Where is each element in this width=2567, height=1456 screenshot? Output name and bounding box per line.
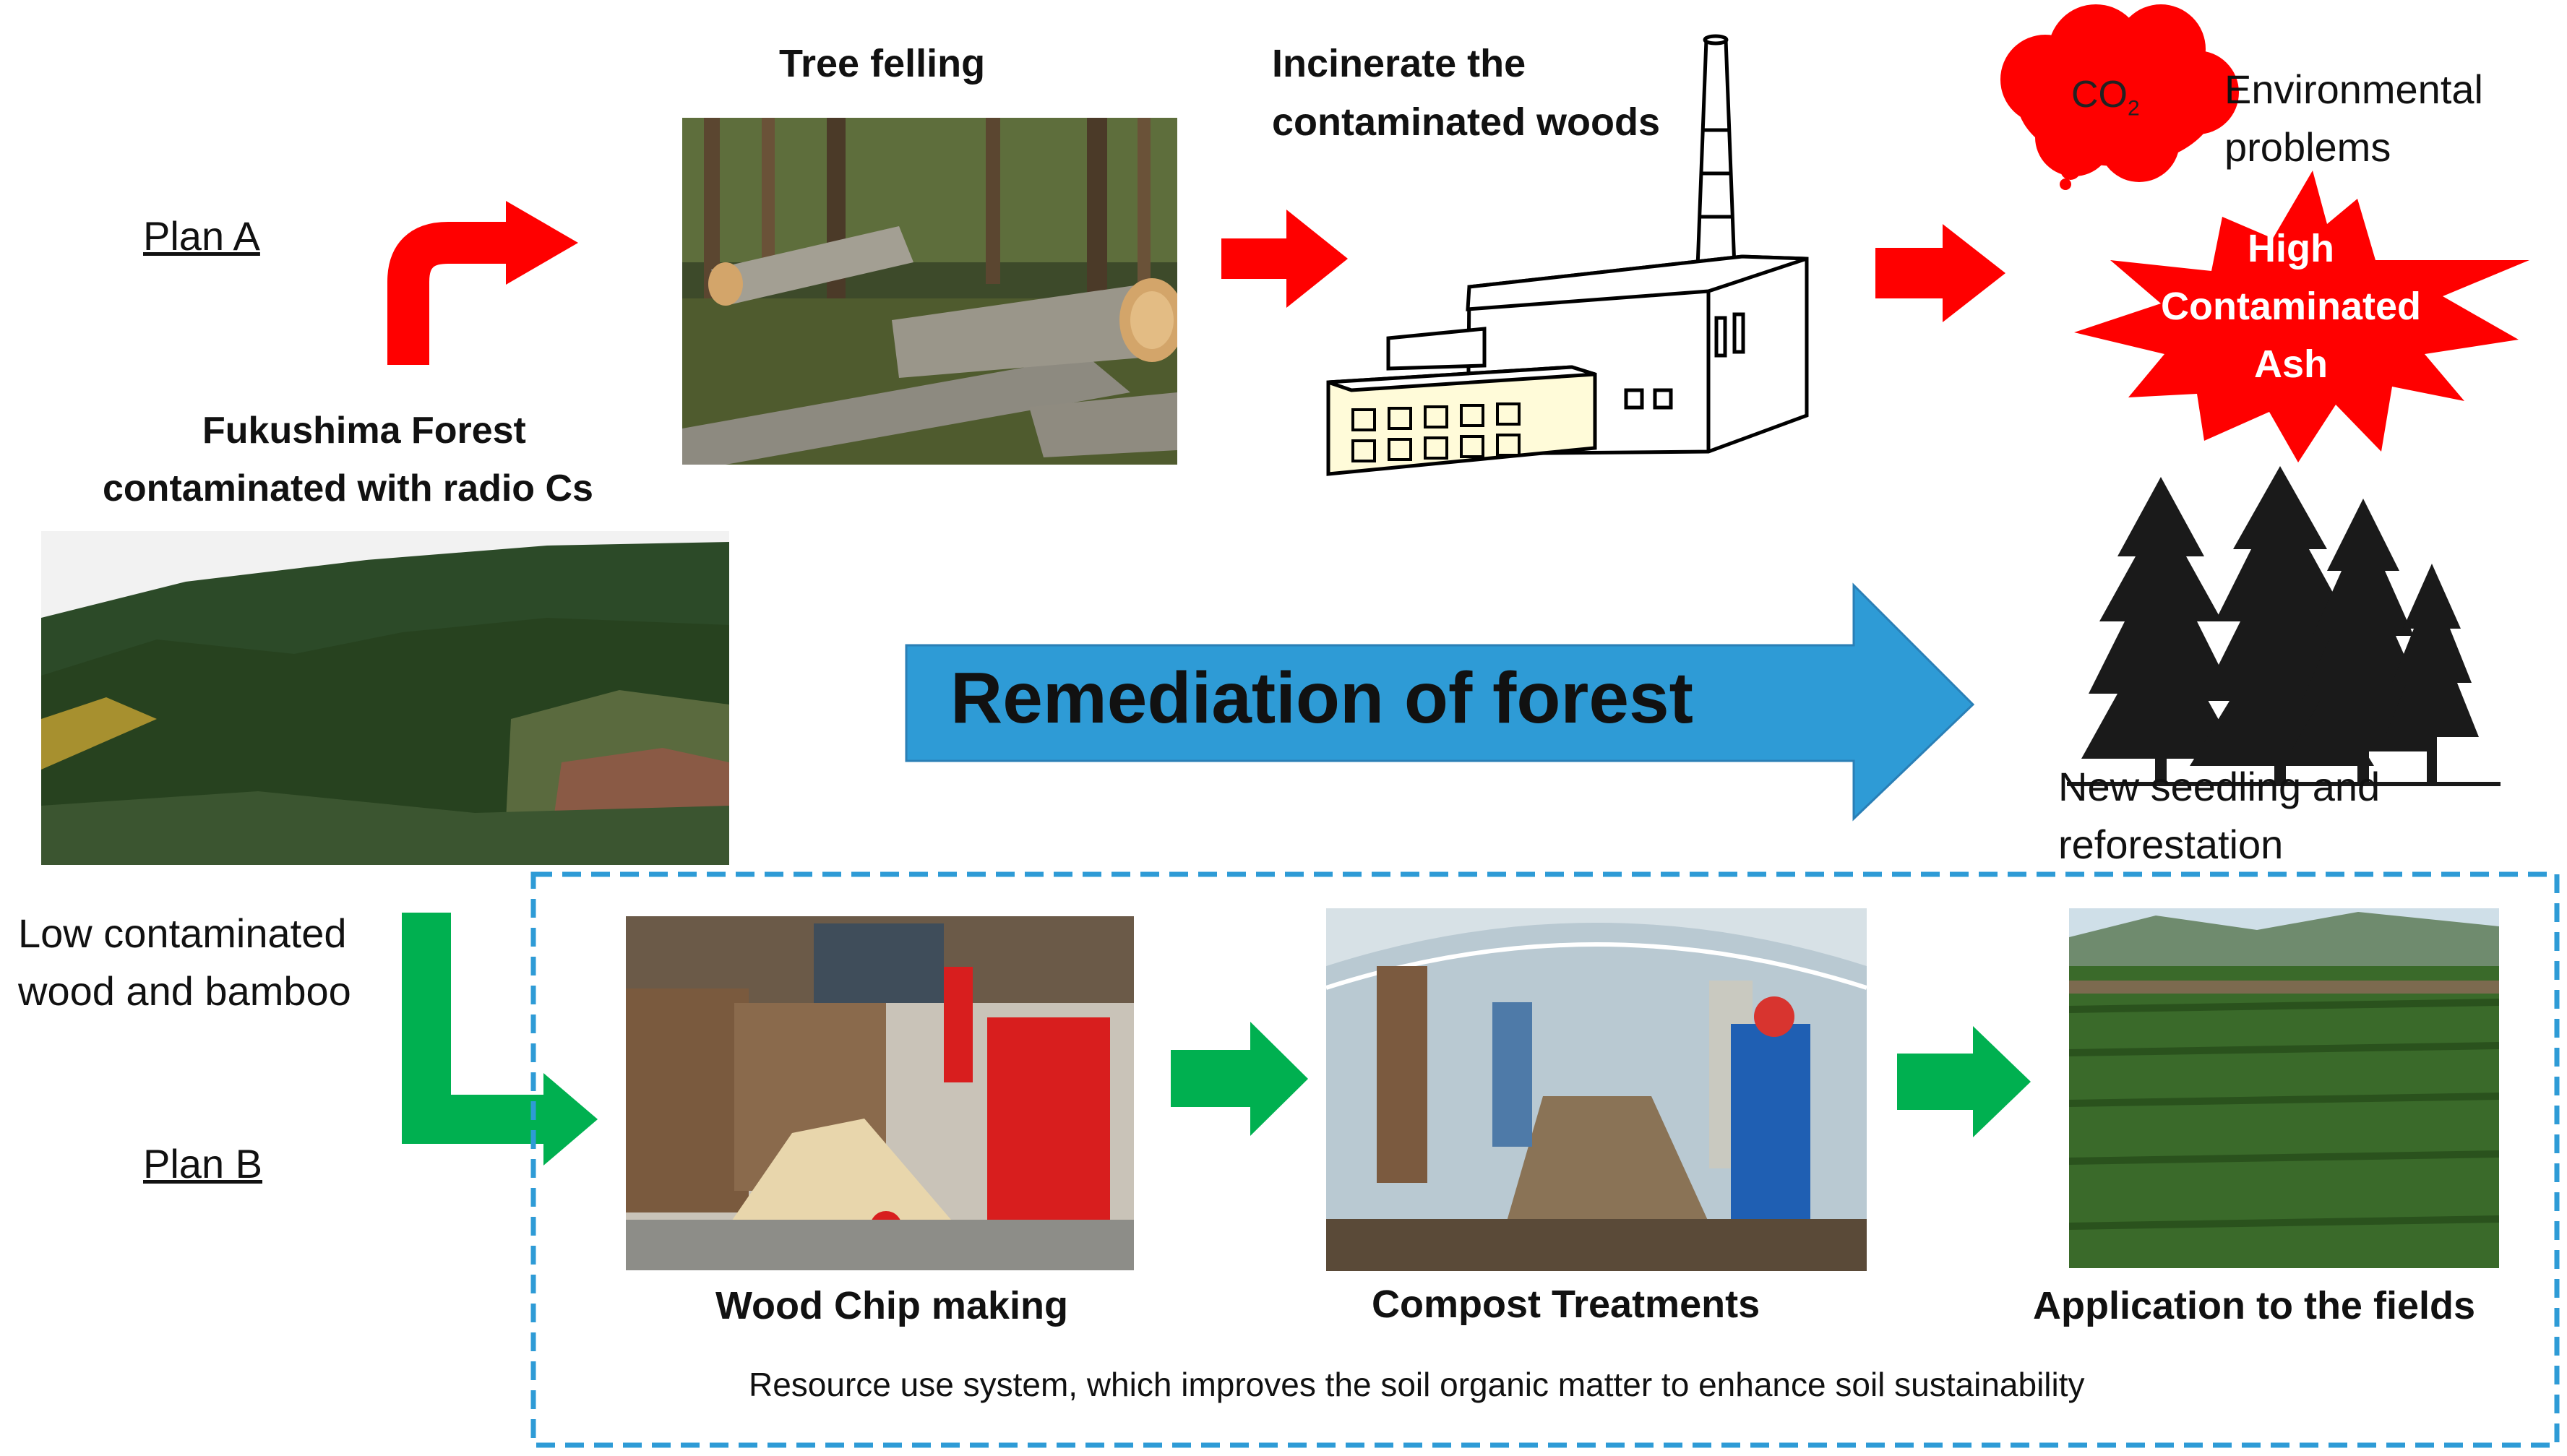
compost-treatment-photo bbox=[1326, 908, 1867, 1271]
co2-cloud-icon bbox=[2000, 4, 2239, 190]
incinerator-factory bbox=[1326, 34, 1809, 476]
application-label: Application to the fields bbox=[2033, 1284, 2476, 1327]
environmental-line2: problems bbox=[2224, 124, 2391, 170]
arrow-to-ash bbox=[1875, 224, 2005, 322]
plan-a-label: Plan A bbox=[143, 213, 260, 259]
compost-label: Compost Treatments bbox=[1372, 1283, 1760, 1326]
ash-line1: High bbox=[2248, 227, 2334, 270]
remediation-label: Remediation of forest bbox=[950, 658, 1693, 738]
incinerate-line2: contaminated woods bbox=[1272, 100, 1661, 144]
arrow-to-compost bbox=[1171, 1022, 1308, 1136]
plan-a-arrow bbox=[387, 201, 578, 365]
plan-b-label: Plan B bbox=[143, 1141, 262, 1186]
low-contaminated-line1: Low contaminated bbox=[18, 910, 347, 956]
co2-text: CO bbox=[2071, 74, 2128, 116]
co2-subscript: 2 bbox=[2128, 96, 2140, 121]
resource-use-dashed-box bbox=[530, 871, 2560, 1448]
arrow-to-incinerator bbox=[1221, 210, 1348, 308]
incinerate-line1: Incinerate the bbox=[1272, 42, 1526, 85]
seedling-line2: reforestation bbox=[2058, 822, 2284, 867]
tree-felling-label: Tree felling bbox=[779, 42, 986, 85]
field-application-photo bbox=[2069, 908, 2499, 1268]
wood-chip-label: Wood Chip making bbox=[715, 1284, 1068, 1327]
tree-felling-photo bbox=[682, 118, 1177, 465]
arrow-to-fields bbox=[1897, 1026, 2031, 1137]
environmental-line1: Environmental bbox=[2224, 66, 2483, 112]
forest-title-line2: contaminated with radio Cs bbox=[103, 468, 593, 509]
remediation-arrow bbox=[905, 582, 1975, 822]
ash-line2: Contaminated bbox=[2160, 285, 2422, 328]
resource-caption: Resource use system, which improves the … bbox=[749, 1366, 2085, 1403]
forest-title-line1: Fukushima Forest bbox=[202, 410, 526, 452]
contaminated-ash-star bbox=[2074, 171, 2529, 462]
low-contaminated-line2: wood and bamboo bbox=[18, 968, 351, 1014]
seedling-line1: New seedling and bbox=[2058, 764, 2381, 809]
wood-chip-photo bbox=[626, 916, 1134, 1270]
pine-trees-icon bbox=[2067, 466, 2501, 786]
fukushima-forest-photo bbox=[41, 531, 729, 865]
plan-b-arrow bbox=[402, 913, 598, 1166]
ash-line3: Ash bbox=[2253, 343, 2328, 386]
co2-label: CO2 bbox=[2071, 72, 2140, 122]
